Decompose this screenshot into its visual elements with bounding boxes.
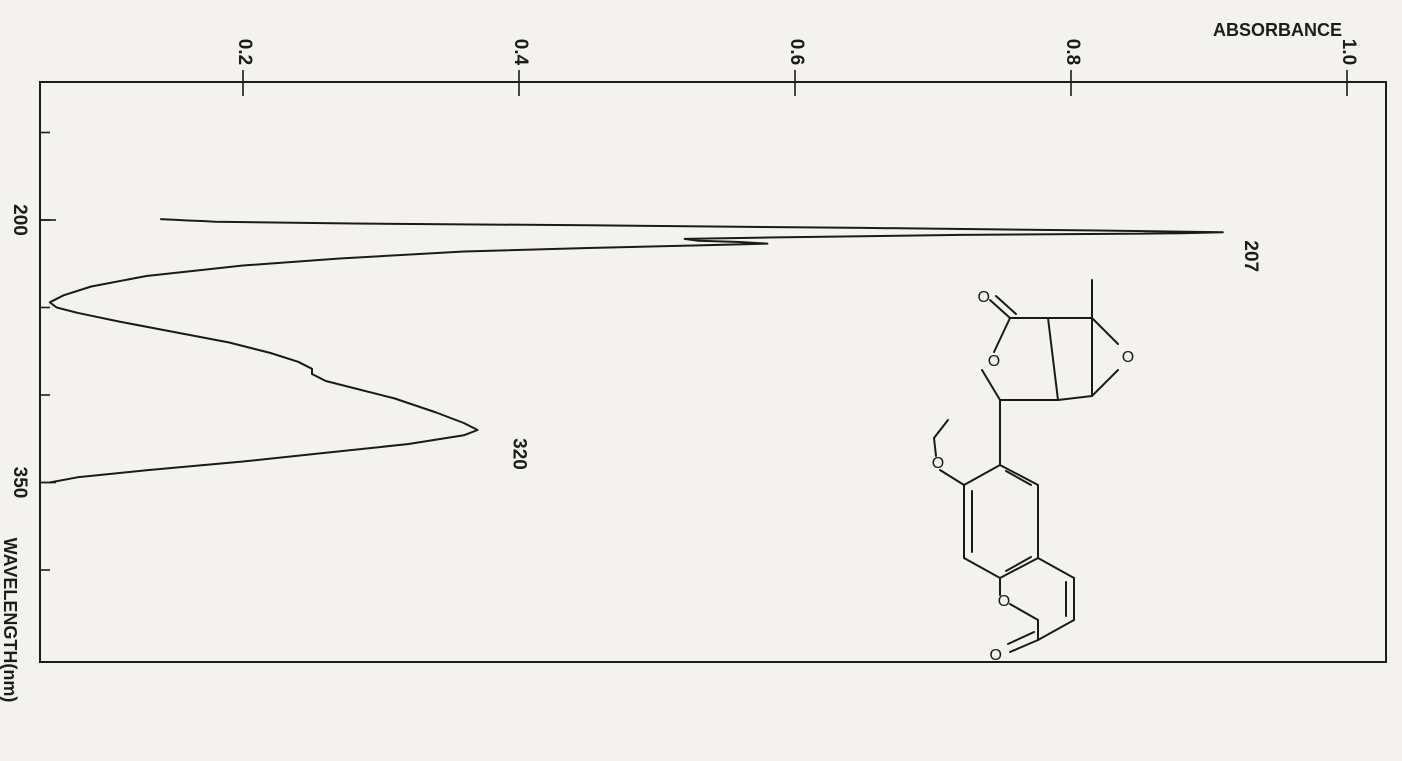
bond	[999, 464, 1039, 486]
absorbance-tick-label: 0.2	[234, 39, 255, 65]
peak-label: 320	[508, 438, 529, 470]
atom-label: O	[1122, 349, 1134, 366]
chemical-structure-drawing: O O O O O O	[932, 279, 1134, 664]
atom-label: O	[990, 647, 1002, 664]
bond	[981, 369, 1001, 401]
wavelength-tick-label: 350	[9, 467, 30, 499]
bond	[1007, 631, 1035, 645]
bond	[939, 469, 965, 486]
bond	[1057, 395, 1093, 401]
bond	[963, 557, 1001, 579]
axis-ticks	[40, 70, 1361, 571]
bond	[989, 299, 1011, 319]
bond	[963, 464, 1001, 486]
plot-frame	[39, 81, 1387, 663]
bond	[1091, 369, 1119, 397]
bond	[1037, 557, 1075, 579]
peak-annotations: 207 320	[508, 240, 1260, 469]
bond	[1005, 556, 1032, 572]
bond	[1005, 470, 1032, 486]
atom-label: O	[932, 455, 944, 472]
absorbance-axis-title: ABSORBANCE	[1213, 20, 1342, 40]
peak-label: 207	[1240, 240, 1261, 272]
bond	[933, 437, 937, 457]
absorbance-tick-label: 1.0	[1338, 39, 1359, 65]
bond	[1009, 603, 1039, 621]
absorbance-tick-label: 0.4	[510, 39, 531, 66]
atom-label: O	[998, 593, 1010, 610]
absorbance-tick-label: 0.8	[1062, 39, 1083, 65]
bond	[993, 317, 1011, 353]
bond	[1009, 639, 1039, 653]
bond	[999, 557, 1039, 579]
bond	[1091, 317, 1119, 345]
bond	[995, 295, 1017, 315]
absorbance-trace	[48, 218, 1224, 484]
bond	[933, 419, 949, 439]
absorbance-tick-label: 0.6	[786, 39, 807, 65]
wavelength-tick-label: 200	[9, 204, 30, 236]
bond	[1047, 317, 1059, 401]
axis-tick-labels: 0.2 0.4 0.6 0.8 1.0 200 350	[9, 39, 1359, 499]
atom-label: O	[988, 353, 1000, 370]
wavelength-axis-title: WAVELENGTH(nm)	[0, 538, 20, 703]
bond	[1037, 619, 1075, 641]
atom-label: O	[978, 289, 990, 306]
